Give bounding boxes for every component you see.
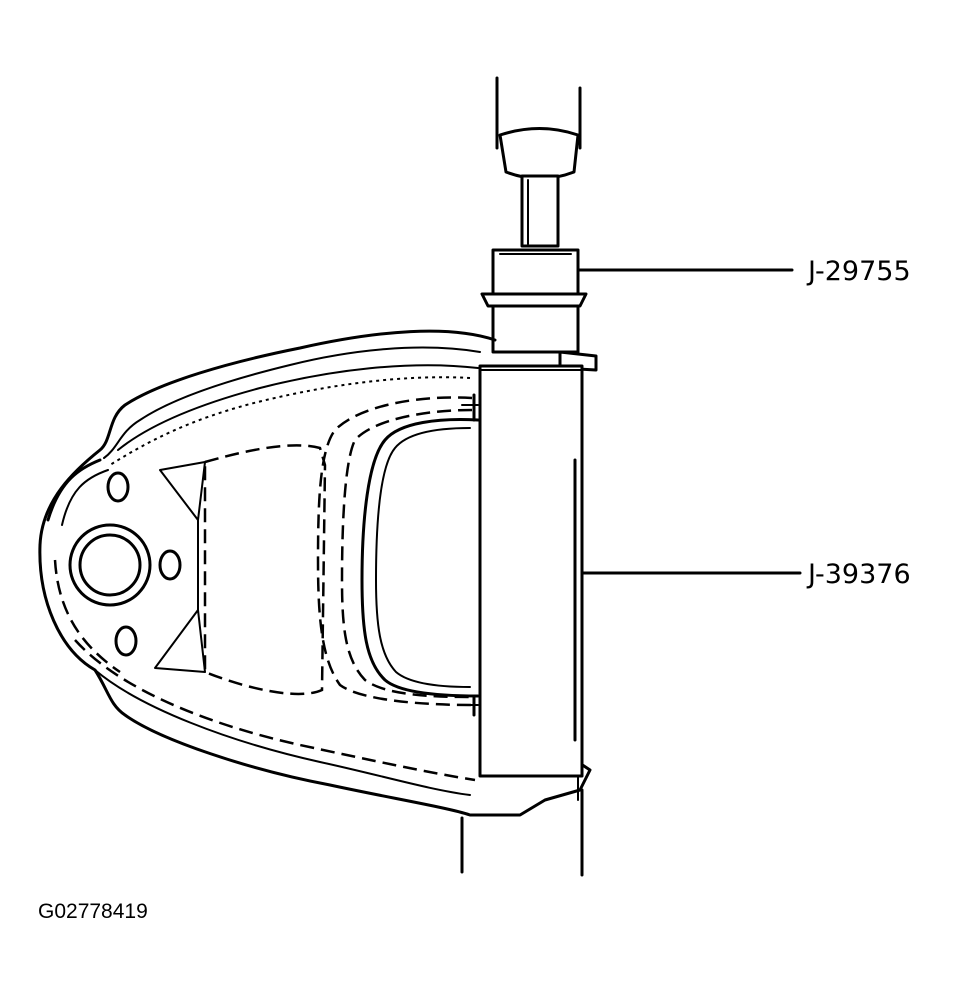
control-arm [38, 329, 592, 817]
press-ram [495, 76, 582, 248]
tool-j-29755 [480, 248, 794, 354]
callout-label-j-39376: J-39376 [808, 559, 911, 590]
figure-id: G02778419 [38, 900, 148, 923]
press-base [460, 775, 584, 877]
callout-label-j-29755: J-29755 [808, 256, 911, 287]
tool-j-39376 [478, 350, 802, 778]
